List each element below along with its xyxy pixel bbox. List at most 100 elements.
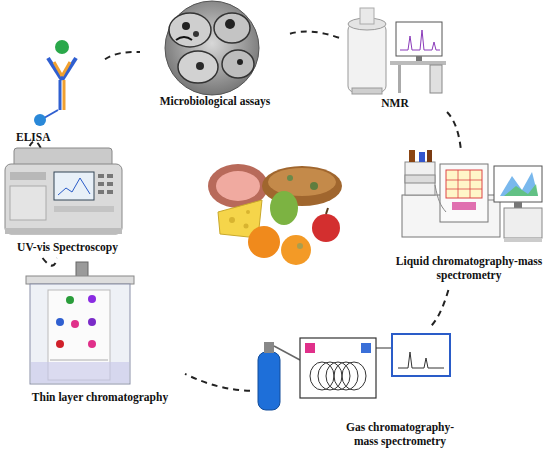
- antibody-symbol-part: [48, 58, 62, 80]
- lc-ms-instrument-part: [446, 180, 482, 181]
- petri-dish-photo-part: [225, 19, 235, 29]
- lc-ms-instrument-part: [405, 162, 435, 195]
- uv-vis-spectrometer-part: [10, 172, 46, 180]
- gc-ms-instrument: [258, 334, 450, 410]
- method-node: UV-vis Spectroscopy: [0, 148, 135, 258]
- antibody-symbol-part: [34, 114, 46, 126]
- food-illustration-part: [270, 191, 298, 225]
- method-label: Gas chromatography-mass spectrometry: [338, 420, 462, 448]
- uv-vis-spectrometer-part: [107, 190, 113, 194]
- lc-ms-instrument: [402, 150, 542, 242]
- lc-ms-instrument-part: [500, 172, 538, 196]
- method-node: Gas chromatography-mass spectrometry: [250, 328, 465, 454]
- nmr-instrument-part: [396, 22, 442, 56]
- lc-ms-instrument-part: [470, 170, 471, 198]
- dashed-connector: [185, 374, 250, 391]
- food-illustration-part: [268, 168, 336, 196]
- method-node: ELISA: [10, 38, 105, 146]
- method-node: Liquid chromatography-mass spectrometry: [390, 148, 548, 290]
- food-illustration-part: [248, 226, 280, 258]
- tlc-tank-part: [88, 340, 96, 348]
- gc-ms-instrument-part: [305, 343, 315, 353]
- uv-vis-spectrometer-part: [5, 228, 122, 234]
- lc-ms-instrument-part: [446, 170, 482, 198]
- tlc-tank-part: [26, 276, 134, 284]
- petri-dish-photo-part: [165, 1, 259, 95]
- uv-vis-spectrometer-part: [58, 178, 90, 195]
- uv-vis-spectrometer-part: [5, 164, 122, 234]
- petri-dish-photo-part: [193, 31, 199, 37]
- antibody-symbol-part: [59, 80, 62, 110]
- method-label: UV-vis Spectroscopy: [0, 240, 135, 254]
- antibody-symbol-part: [55, 40, 69, 54]
- lc-ms-instrument-part: [452, 202, 476, 210]
- nmr-instrument-part: [352, 88, 382, 94]
- lc-ms-instrument-part: [419, 152, 425, 162]
- method-label: NMR: [340, 96, 450, 110]
- uv-vis-spectrometer-part: [107, 174, 113, 178]
- tlc-tank-part: [88, 295, 96, 303]
- dashed-connector: [105, 52, 140, 59]
- tlc-tank-part: [56, 318, 64, 326]
- food-illustration-part: [326, 208, 328, 214]
- uv-vis-spectrometer-part: [107, 182, 113, 186]
- method-node: Microbiological assays: [140, 0, 290, 112]
- nmr-instrument-part: [416, 56, 422, 61]
- method-label: Liquid chromatography-mass spectrometry: [390, 254, 548, 282]
- food-illustration: [208, 164, 342, 265]
- uv-vis-spectrometer-part: [98, 190, 104, 194]
- food-illustration-part: [287, 175, 293, 181]
- gc-ms-instrument-part: [342, 362, 366, 390]
- dashed-connector: [290, 31, 340, 38]
- tlc-tank-part: [50, 360, 108, 361]
- nmr-instrument: [348, 8, 446, 94]
- tlc-tank-part: [30, 284, 130, 384]
- gc-ms-instrument-part: [376, 348, 392, 349]
- food-illustration-part: [246, 210, 250, 214]
- dashed-connector: [43, 258, 58, 266]
- antibody-symbol-part: [54, 62, 62, 76]
- tlc-tank-part: [88, 318, 96, 326]
- gc-ms-instrument-part: [300, 338, 376, 398]
- lc-ms-instrument-part: [409, 150, 415, 162]
- gc-ms-instrument-part: [264, 342, 274, 353]
- petri-dish-photo-part: [237, 59, 243, 65]
- tlc-tank: [26, 262, 134, 384]
- petri-dish-photo-part: [222, 50, 254, 78]
- method-label: ELISA: [16, 130, 76, 144]
- method-node: NMR: [340, 4, 450, 112]
- petri-dish-photo-part: [196, 62, 204, 70]
- gc-ms-instrument-part: [361, 343, 371, 353]
- dashed-connector: [429, 290, 448, 328]
- lc-ms-instrument-part: [427, 150, 432, 162]
- nmr-instrument-part: [398, 65, 401, 93]
- petri-dish-photo-part: [169, 13, 211, 47]
- antibody-symbol-part: [44, 110, 58, 118]
- tlc-tank-part: [66, 296, 74, 304]
- antibody-symbol-part: [62, 58, 76, 80]
- uv-vis-spectrometer-part: [10, 186, 46, 220]
- lc-ms-instrument-part: [514, 202, 522, 208]
- petri-dish-photo-part: [176, 37, 192, 40]
- gc-ms-instrument-part: [274, 346, 300, 360]
- petri-dish-photo-part: [214, 13, 250, 43]
- nmr-instrument-part: [360, 8, 374, 24]
- gc-ms-instrument-part: [398, 352, 444, 368]
- tlc-tank-part: [71, 320, 79, 328]
- food-illustration-part: [312, 214, 340, 242]
- gc-ms-instrument-part: [258, 352, 280, 410]
- lc-ms-instrument-part: [494, 166, 542, 202]
- nmr-instrument-part: [400, 30, 440, 50]
- food-illustration-part: [281, 235, 311, 265]
- antibody-symbol-part: [62, 62, 70, 76]
- lc-ms-instrument-part: [435, 185, 446, 212]
- uv-vis-spectrometer-part: [54, 172, 94, 200]
- nmr-instrument-part: [390, 61, 446, 65]
- uv-vis-spectrometer-part: [54, 206, 114, 212]
- lc-ms-instrument-part: [504, 184, 538, 196]
- uv-vis-spectrometer-part: [98, 174, 104, 178]
- lc-ms-instrument-part: [440, 164, 488, 222]
- food-illustration-part: [229, 217, 235, 223]
- uv-vis-spectrometer: [5, 148, 122, 234]
